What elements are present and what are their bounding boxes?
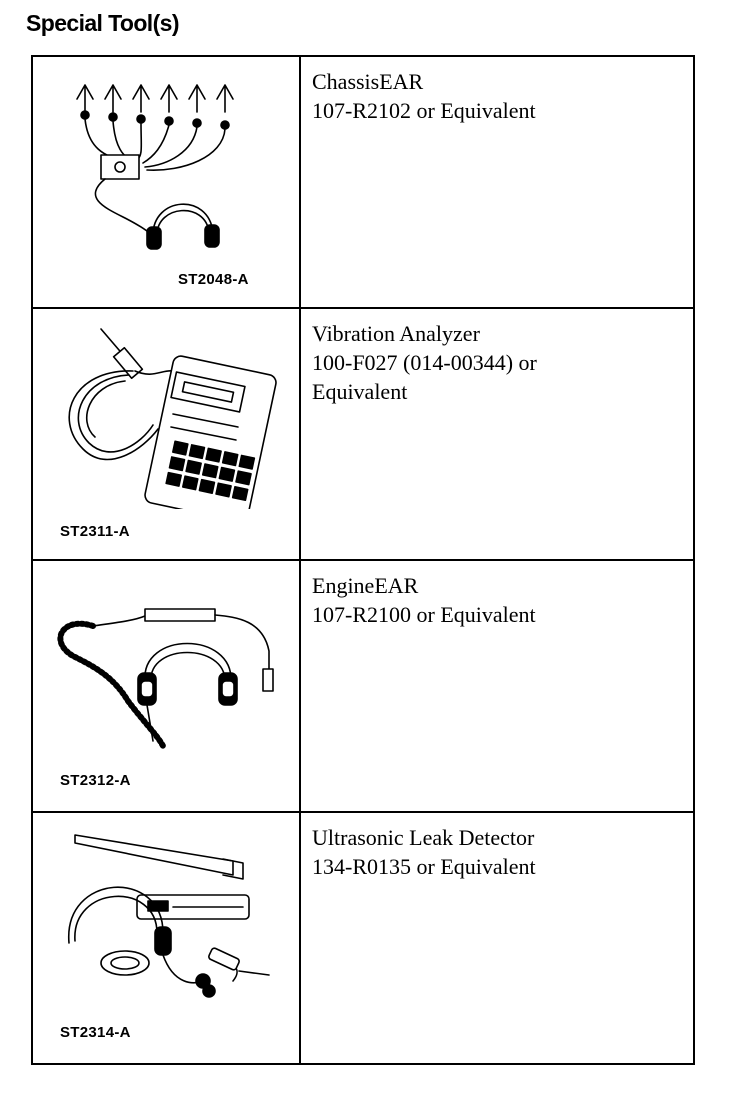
figure-id-label: ST2311-A xyxy=(60,523,130,540)
tool-name: Vibration Analyzer xyxy=(312,321,480,346)
tool-name: ChassisEAR xyxy=(312,69,424,94)
tool-description-cell: Ultrasonic Leak Detector 134-R0135 or Eq… xyxy=(301,813,693,1063)
chassisear-clamps-headphones-illustration xyxy=(76,84,234,250)
figure-id-label: ST2312-A xyxy=(60,772,131,789)
figure-id-label: ST2314-A xyxy=(60,1024,131,1041)
tool-row-engineear: ST2312-A EngineEAR 107-R2100 or Equivale… xyxy=(33,561,693,813)
tool-name: EngineEAR xyxy=(312,573,419,598)
vibration-analyzer-handheld-illustration xyxy=(68,328,277,509)
tool-row-vibration-analyzer: ST2311-A Vibration Analyzer 100-F027 (01… xyxy=(33,309,693,561)
special-tools-table: ST2048-A ChassisEAR 107-R2102 or Equival… xyxy=(31,55,695,1065)
tool-illustration-cell: ST2048-A xyxy=(33,57,301,307)
figure-id-label: ST2048-A xyxy=(178,271,249,288)
tool-illustration-cell: ST2314-A xyxy=(33,813,301,1063)
tool-part-number: 134-R0135 or Equivalent xyxy=(312,854,536,879)
tool-part-number: 107-R2102 or Equivalent xyxy=(312,98,536,123)
tool-description-cell: ChassisEAR 107-R2102 or Equivalent xyxy=(301,57,693,307)
tool-illustration-cell: ST2312-A xyxy=(33,561,301,811)
engineear-probe-headphones-illustration xyxy=(57,608,274,749)
tool-row-ultrasonic-leak-detector: ST2314-A Ultrasonic Leak Detector 134-R0… xyxy=(33,813,693,1063)
ultrasonic-detector-illustration xyxy=(68,834,270,998)
tool-description-cell: Vibration Analyzer 100-F027 (014-00344) … xyxy=(301,309,693,559)
tool-part-number: 107-R2100 or Equivalent xyxy=(312,602,536,627)
tool-illustration-cell: ST2311-A xyxy=(33,309,301,559)
tool-description-cell: EngineEAR 107-R2100 or Equivalent xyxy=(301,561,693,811)
tool-name: Ultrasonic Leak Detector xyxy=(312,825,535,850)
tool-part-number: 100-F027 (014-00344) or Equivalent xyxy=(312,350,537,404)
tool-row-chassisear: ST2048-A ChassisEAR 107-R2102 or Equival… xyxy=(33,57,693,309)
page-title: Special Tool(s) xyxy=(26,10,179,36)
